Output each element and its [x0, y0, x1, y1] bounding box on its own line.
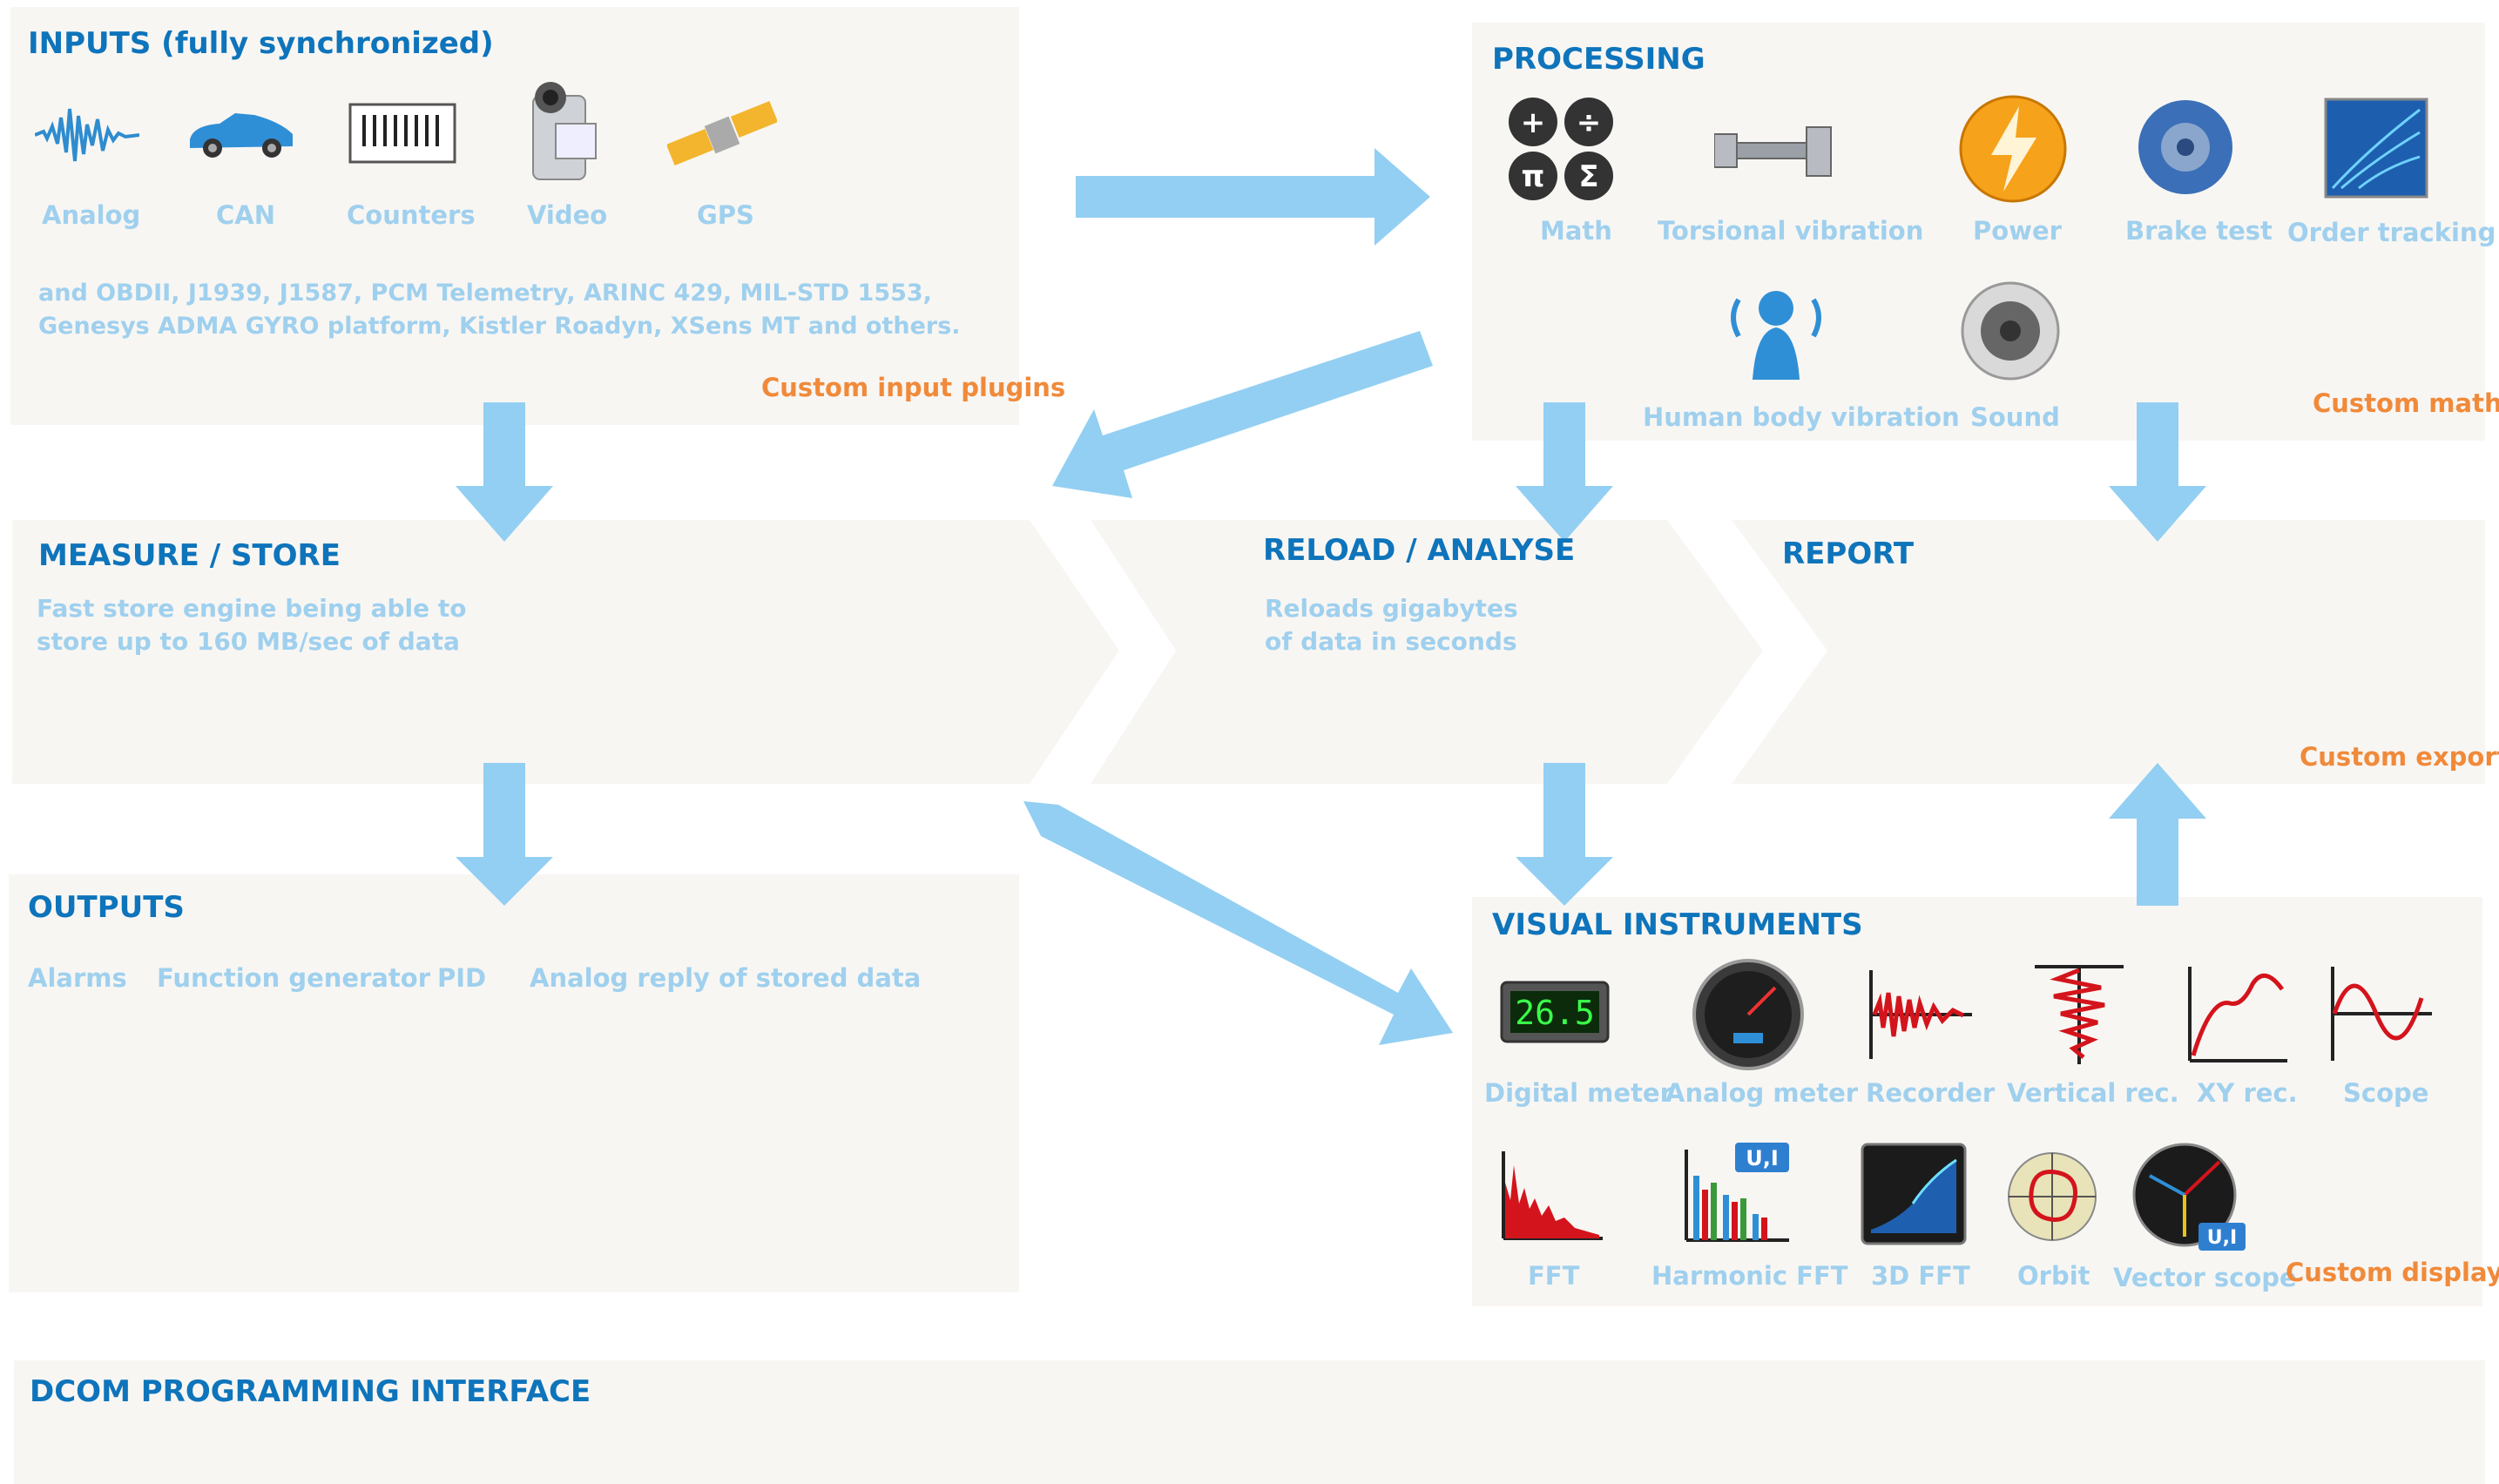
visual-instruments-title: VISUAL INSTRUMENTS: [1492, 907, 1863, 942]
measure-description-line1: Fast store engine being able to: [37, 594, 467, 623]
counter-icon: [348, 103, 456, 164]
fft-icon: [1502, 1151, 1603, 1240]
speaker-icon: [1961, 281, 2060, 381]
processing-label-order: Order tracking: [2287, 218, 2496, 247]
processing-label-brake: Brake test: [2125, 216, 2273, 246]
measure-description-line2: store up to 160 MB/sec of data: [37, 627, 460, 656]
output-label-analog-reply: Analog reply of stored data: [530, 963, 922, 993]
visual-label-vector-scope: Vector scope: [2113, 1263, 2297, 1292]
digital-meter-icon: 26.5: [1500, 981, 1610, 1043]
svg-text:π: π: [1522, 159, 1545, 194]
processing-title: PROCESSING: [1492, 42, 1705, 77]
arrow-reload-to-visual: [1516, 763, 1613, 906]
visual-label-fft: FFT: [1528, 1261, 1580, 1291]
custom-exports: Custom exports: [2300, 742, 2499, 772]
report-title: REPORT: [1782, 536, 1915, 571]
input-label-counters: Counters: [347, 200, 476, 230]
output-label-pid: PID: [437, 963, 487, 993]
waveform-icon: [35, 108, 139, 162]
brake-icon: [2138, 100, 2232, 194]
inputs-panel: [10, 7, 1019, 425]
svg-text:U,I: U,I: [2207, 1227, 2237, 1249]
vector-scope-icon: U,I: [2132, 1143, 2246, 1251]
processing-label-sound: Sound: [1970, 402, 2060, 432]
shaft-icon: [1714, 126, 1832, 177]
custom-displays: Custom displays: [2286, 1258, 2499, 1287]
visual-label-harmonic-fft: Harmonic FFT: [1651, 1261, 1848, 1291]
human-vibration-icon: [1731, 291, 1821, 380]
arrow-inputs-to-processing: [1076, 148, 1430, 246]
outputs-title: OUTPUTS: [28, 890, 185, 925]
visual-label-digital-meter: Digital meter: [1484, 1078, 1672, 1108]
input-label-gps: GPS: [697, 200, 754, 230]
xy-recorder-icon: [2188, 967, 2287, 1062]
harmonic-fft-icon: U,I: [1685, 1143, 1789, 1242]
processing-label-torsional: Torsional vibration: [1658, 216, 1924, 246]
arrow-processing-to-measure: [1052, 331, 1433, 498]
visual-label-xy-rec: XY rec.: [2197, 1078, 2298, 1108]
recorder-icon: [1869, 970, 1972, 1059]
arrow-visual-to-report: [2109, 763, 2206, 906]
input-label-analog: Analog: [42, 200, 141, 230]
processing-label-human-body: Human body vibration: [1643, 402, 1960, 432]
reload-description-line1: Reloads gigabytes: [1265, 594, 1518, 623]
svg-text:U,I: U,I: [1746, 1146, 1779, 1170]
visual-label-vertical-rec: Vertical rec.: [2007, 1078, 2179, 1108]
orbit-icon: [2008, 1152, 2097, 1241]
measure-store-title: MEASURE / STORE: [38, 538, 341, 573]
input-label-can: CAN: [216, 200, 275, 230]
car-icon: [190, 113, 293, 158]
scope-icon: [2331, 967, 2432, 1061]
processing-label-power: Power: [1973, 216, 2062, 246]
custom-math: Custom math: [2313, 388, 2499, 418]
output-label-function-generator: Function generator: [157, 963, 431, 993]
svg-text:÷: ÷: [1577, 105, 1602, 140]
visual-label-recorder: Recorder: [1866, 1078, 1996, 1108]
inputs-description-line1: and OBDII, J1939, J1587, PCM Telemetry, …: [38, 280, 932, 307]
video-camera-icon: [532, 82, 597, 180]
vertical-recorder-icon: [2035, 965, 2124, 1064]
dcom-panel: [14, 1360, 2485, 1484]
power-icon: [1959, 95, 2067, 203]
visual-label-scope: Scope: [2343, 1078, 2429, 1108]
svg-text:Σ: Σ: [1578, 159, 1598, 194]
input-label-video: Video: [527, 200, 608, 230]
arrow-measure-to-visual: [1023, 801, 1453, 1045]
output-label-alarms: Alarms: [28, 963, 127, 993]
svg-text:26.5: 26.5: [1515, 994, 1595, 1032]
visual-label-orbit: Orbit: [2017, 1261, 2090, 1291]
custom-input-plugins: Custom input plugins: [761, 373, 1066, 402]
visual-label-analog-meter: Analog meter: [1665, 1078, 1859, 1108]
svg-text:+: +: [1521, 105, 1546, 140]
inputs-description-line2: Genesys ADMA GYRO platform, Kistler Road…: [38, 313, 961, 340]
fft-3d-icon: [1861, 1143, 1967, 1245]
reload-analyse-title: RELOAD / ANALYSE: [1263, 533, 1576, 568]
outputs-panel: [9, 874, 1019, 1292]
visual-label-3d-fft: 3D FFT: [1871, 1261, 1970, 1291]
processing-label-math: Math: [1540, 216, 1612, 246]
processing-panel: [1472, 23, 2485, 441]
inputs-title: INPUTS (fully synchronized): [28, 26, 494, 61]
reload-description-line2: of data in seconds: [1265, 627, 1517, 656]
visual-instruments-panel: [1472, 897, 2482, 1306]
analog-meter-icon: [1692, 959, 1804, 1070]
dcom-title: DCOM PROGRAMMING INTERFACE: [30, 1374, 591, 1409]
order-tracking-icon: [2324, 98, 2428, 199]
satellite-icon: [667, 100, 777, 166]
